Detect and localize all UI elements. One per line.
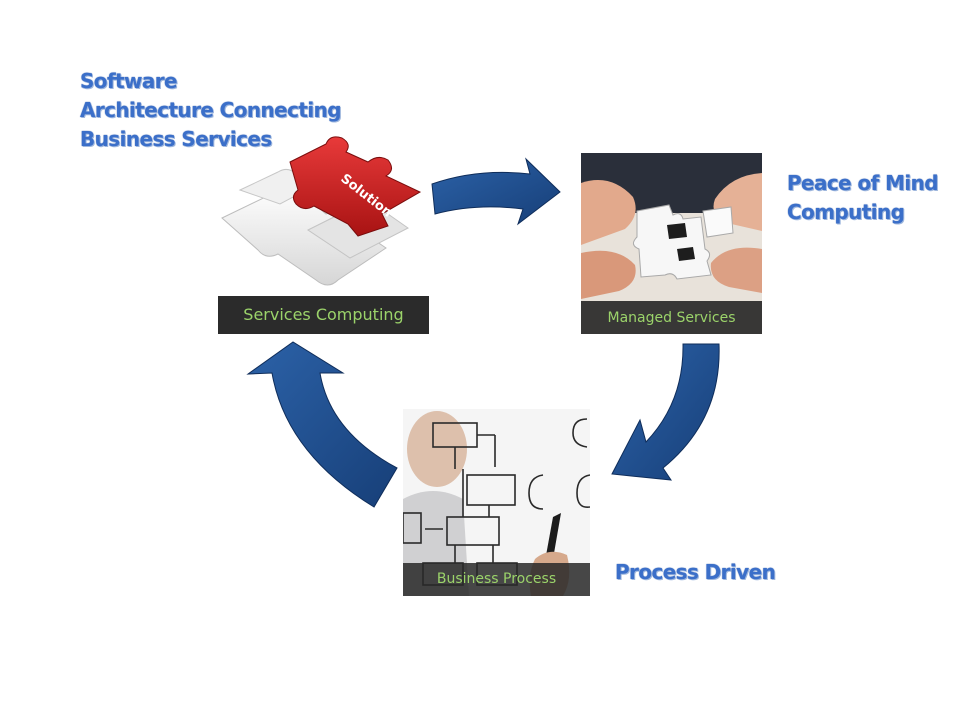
managed-services-caption: Managed Services — [581, 301, 762, 334]
heading-line: Process Driven — [615, 560, 776, 584]
services-computing-node: Solution Services Computing — [218, 130, 429, 334]
peace-of-mind-heading: Peace of Mind Computing — [787, 169, 939, 227]
arrow-to-services-computing — [246, 341, 398, 508]
process-driven-heading: Process Driven — [615, 558, 776, 587]
arrow-to-business-process — [611, 343, 720, 481]
heading-line: Business Services — [80, 127, 272, 151]
arrow-to-managed-services — [431, 157, 561, 226]
puzzle-piece-icon: Solution — [221, 136, 422, 286]
heading-line: Peace of Mind — [787, 171, 939, 195]
heading-line: Software — [80, 69, 178, 93]
business-process-node: Business Process — [403, 409, 590, 596]
managed-services-node: Managed Services — [581, 153, 762, 334]
heading-line: Computing — [787, 200, 905, 224]
software-architecture-heading: Software Architecture Connecting Busines… — [80, 67, 342, 154]
business-process-caption: Business Process — [403, 563, 590, 596]
heading-line: Architecture Connecting — [80, 98, 342, 122]
services-computing-caption: Services Computing — [218, 296, 429, 334]
